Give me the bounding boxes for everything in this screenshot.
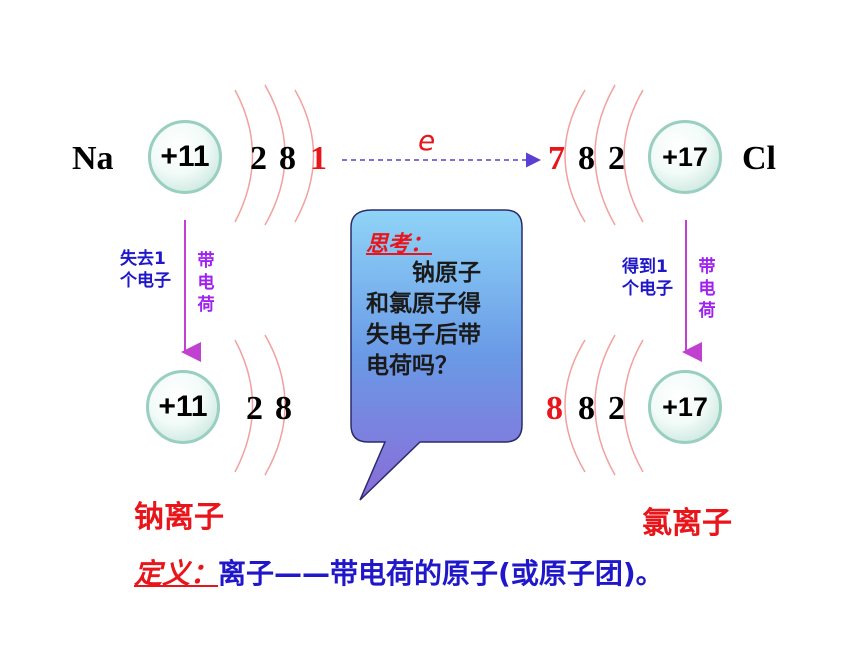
cl-shell-3: 7 — [548, 140, 565, 177]
definition-text: 离子——带电荷的原子(或原子团)。 — [218, 557, 664, 590]
cl-ion-shell-3: 8 — [546, 390, 563, 427]
cl-shell-2: 8 — [578, 140, 595, 177]
cl-gain-label: 得到1个电子 — [622, 257, 673, 299]
thought-bubble-shape — [350, 209, 523, 501]
na-symbol: Na — [72, 140, 114, 177]
cl-ion-nucleus: +17 — [648, 370, 722, 444]
na-lose-label: 失去1个电子 — [120, 249, 171, 291]
na-ion-shell-1: 2 — [246, 390, 263, 427]
cl-ion-name: 氯离子 — [642, 506, 732, 541]
cl-charge-label: 带电荷 — [698, 257, 716, 321]
cl-ion-shell-1: 2 — [608, 390, 625, 427]
na-nucleus: +11 — [148, 120, 222, 194]
na-shell-1: 2 — [250, 140, 267, 177]
na-ion-shells — [234, 334, 286, 476]
na-ion-nucleus: +11 — [146, 370, 220, 444]
definition-label: 定义： — [134, 557, 219, 590]
bubble-title: 思考： — [366, 232, 433, 257]
na-ion-name: 钠离子 — [134, 500, 224, 535]
cl-shell-1: 2 — [608, 140, 625, 177]
na-ion-shell-2: 8 — [275, 390, 292, 427]
cl-ion-shell-2: 8 — [578, 390, 595, 427]
cl-atom-shells — [564, 84, 644, 226]
na-shell-3: 1 — [310, 140, 327, 177]
electron-label: e — [418, 124, 436, 157]
cl-ion-shells — [564, 334, 644, 476]
cl-nucleus: +17 — [648, 120, 722, 194]
definition-line: 定义：离子——带电荷的原子(或原子团)。 — [134, 552, 664, 592]
bubble-body: 钠原子和氯原子得失电子后带电荷吗？ — [366, 260, 481, 379]
na-shell-2: 8 — [279, 140, 296, 177]
cl-symbol: Cl — [742, 140, 776, 177]
na-atom-shells — [234, 84, 315, 226]
na-charge-label: 带电荷 — [197, 251, 215, 315]
